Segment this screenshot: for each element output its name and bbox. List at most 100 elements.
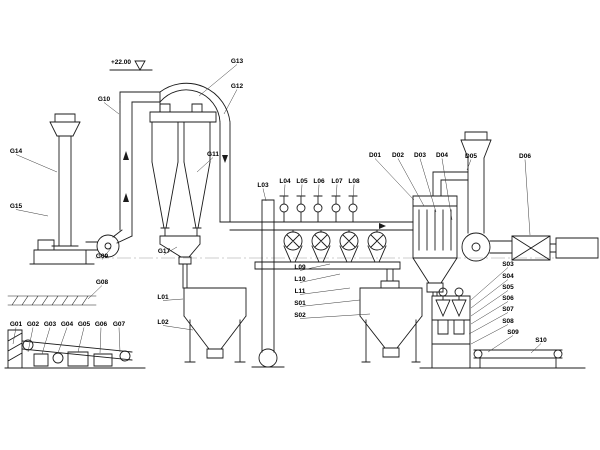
label-leader-line-D02 xyxy=(397,158,425,207)
equipment-label-D03: D03 xyxy=(414,152,426,159)
equipment-label-L11: L11 xyxy=(295,288,306,295)
label-leader-line-L02 xyxy=(162,325,194,331)
feed-system-g01-g08 xyxy=(4,295,146,369)
bag-discharge-conveyor-s10 xyxy=(473,349,563,369)
label-leader-line-G01 xyxy=(12,327,17,345)
fan-hub xyxy=(104,242,112,250)
equipment-label-G01: G01 xyxy=(10,321,23,328)
label-leader-line-L09 xyxy=(299,263,331,271)
elevation-symbol xyxy=(109,60,153,71)
chimney-outline xyxy=(49,113,81,247)
equipment-label-G13: G13 xyxy=(231,58,244,65)
feed-valve-l06 xyxy=(313,203,323,213)
equipment-label-D06: D06 xyxy=(519,153,531,160)
equipment-label-G12: G12 xyxy=(231,83,244,90)
label-leader-line-G02 xyxy=(27,327,34,353)
product-hopper-left-l01-l02 xyxy=(183,287,247,363)
chimney-g14 xyxy=(49,113,81,247)
equipment-label-G06: G06 xyxy=(95,321,108,328)
belt-head-roller xyxy=(553,349,563,359)
equipment-label-G04: G04 xyxy=(61,321,74,328)
label-leader-line-L10 xyxy=(299,273,341,283)
feed-valve-l05 xyxy=(296,203,306,213)
label-leader-line-G11 xyxy=(196,157,214,173)
equipment-label-D05: D05 xyxy=(465,153,477,160)
label-leader-line-G07 xyxy=(118,327,121,353)
equipment-label-S10: S10 xyxy=(535,337,547,344)
overhead-duct-walls xyxy=(119,82,231,223)
equipment-label-G15: G15 xyxy=(10,203,23,210)
distribution-manifold xyxy=(219,195,414,231)
equipment-label-G05: G05 xyxy=(78,321,91,328)
riser-duct-g10 xyxy=(119,101,133,237)
label-leader-line-D04 xyxy=(441,158,453,221)
blower-skid-g15 xyxy=(29,239,95,265)
label-leader-line-G12 xyxy=(223,89,238,115)
belt-conveyor-outline xyxy=(473,349,563,369)
label-leader-line-S03 xyxy=(470,267,509,301)
riser-walls xyxy=(119,101,133,237)
equipment-label-G02: G02 xyxy=(27,321,40,328)
exhaust-stack-d05 xyxy=(460,131,492,234)
incline-conveyor xyxy=(4,340,146,369)
equipment-label-L01: L01 xyxy=(157,294,169,301)
label-leader-line-L01 xyxy=(162,298,184,301)
label-leader-line-D03 xyxy=(419,158,437,213)
collecting-screw-conveyor xyxy=(254,261,401,270)
exhaust-fan-outlet-duct xyxy=(489,240,513,254)
feed-valve-l08 xyxy=(348,203,358,213)
conveyor-tail-roller xyxy=(22,339,34,351)
equipment-label-S03: S03 xyxy=(502,261,514,268)
label-leader-line-G10 xyxy=(103,102,120,115)
label-leader-line-S06 xyxy=(470,301,509,325)
fan-g09 xyxy=(85,229,133,258)
label-leader-line-L04 xyxy=(283,184,286,202)
manifold-walls xyxy=(219,221,414,231)
label-leader-line-L05 xyxy=(300,184,303,202)
label-leader-line-S05 xyxy=(470,290,509,317)
elevator-casing xyxy=(251,199,285,368)
bag-filter-outline xyxy=(412,171,469,297)
label-leader-line-G14 xyxy=(15,154,58,173)
equipment-label-L10: L10 xyxy=(294,276,306,283)
label-leader-line-S04 xyxy=(470,279,509,309)
equipment-label-L06: L06 xyxy=(313,178,325,185)
equipment-label-L09: L09 xyxy=(294,264,306,271)
equipment-label-L04: L04 xyxy=(279,178,291,185)
exhaust-fan-d04 xyxy=(461,232,513,262)
equipment-label-D02: D02 xyxy=(392,152,404,159)
classifier-unit-4 xyxy=(367,231,387,251)
equipment-label-G07: G07 xyxy=(113,321,126,328)
classifier-unit-3 xyxy=(339,231,359,251)
label-leader-line-L03 xyxy=(262,188,267,202)
label-leader-line-S09 xyxy=(487,335,514,353)
label-leader-line-G03 xyxy=(41,327,51,355)
stack-outline xyxy=(460,131,492,234)
equipment-label-L05: L05 xyxy=(296,178,308,185)
label-leader-line-L08 xyxy=(352,184,355,202)
label-leader-line-L07 xyxy=(335,184,338,202)
equipment-label-G11: G11 xyxy=(207,151,219,158)
equipment-label-S04: S04 xyxy=(502,273,514,280)
equipment-label-L07: L07 xyxy=(331,178,343,185)
label-leader-line-G13 xyxy=(198,64,238,97)
equipment-label-G17: G17 xyxy=(158,248,171,255)
hopper-right-outline xyxy=(359,268,423,363)
classifier-unit-1 xyxy=(283,231,303,251)
elevation-marker xyxy=(109,60,153,71)
packing-feeder-1 xyxy=(438,287,448,297)
label-leader-line-L06 xyxy=(317,184,320,202)
fan-ducts xyxy=(85,229,133,251)
label-leader-line-S07 xyxy=(468,312,509,335)
label-leader-line-G09 xyxy=(101,247,112,260)
product-hopper-right xyxy=(359,268,423,363)
feed-valve-l04 xyxy=(279,203,289,213)
equipment-label-G03: G03 xyxy=(44,321,57,328)
label-leader-line-L11 xyxy=(299,287,351,295)
equipment-label-D04: D04 xyxy=(436,152,448,159)
equipment-label-S01: S01 xyxy=(294,300,306,307)
equipment-label-S05: S05 xyxy=(502,284,514,291)
elevator-boot-pulley xyxy=(258,348,278,368)
label-leader-line-G05 xyxy=(77,327,85,353)
